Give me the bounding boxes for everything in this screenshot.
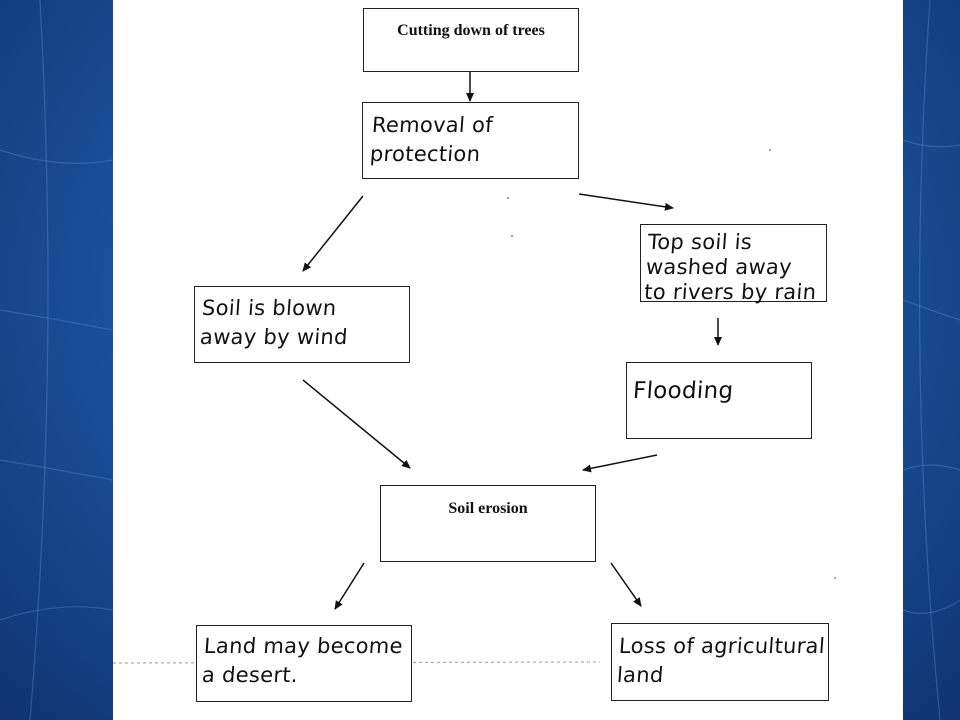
arrow-flooding-to-erosion (582, 454, 658, 473)
arrow-wind-to-erosion (302, 379, 411, 469)
node-soil-blown-by-wind: Soil is blown away by wind (194, 286, 410, 363)
node-land-may-become-desert-label: Land may become a desert. (201, 634, 404, 687)
node-soil-blown-by-wind-label: Soil is blown away by wind (199, 296, 349, 349)
node-top-soil-washed-away: Top soil is washed away to rivers by rai… (640, 224, 827, 304)
node-flooding-label: Flooding (632, 378, 735, 404)
arrow-erosion-to-desert (334, 562, 365, 610)
node-removal-of-protection-label: Removal of protection (369, 113, 494, 166)
node-soil-erosion: Soil erosion (380, 485, 596, 562)
node-land-may-become-desert: Land may become a desert. (196, 625, 412, 702)
node-top-soil-washed-away-label: Top soil is washed away to rivers by rai… (643, 230, 818, 304)
arrow-erosion-to-loss (610, 562, 642, 607)
arrow-removal-to-rain (578, 193, 674, 211)
node-soil-erosion-label: Soil erosion (448, 500, 528, 517)
node-removal-of-protection: Removal of protection (362, 102, 579, 179)
node-loss-of-agricultural-land-label: Loss of agricultural land (616, 634, 826, 687)
node-flooding: Flooding (626, 362, 812, 439)
arrow-removal-to-wind (302, 195, 364, 272)
node-cutting-down-of-trees-label: Cutting down of trees (397, 22, 545, 39)
node-loss-of-agricultural-land: Loss of agricultural land (611, 623, 829, 701)
node-cutting-down-of-trees: Cutting down of trees (363, 8, 579, 72)
